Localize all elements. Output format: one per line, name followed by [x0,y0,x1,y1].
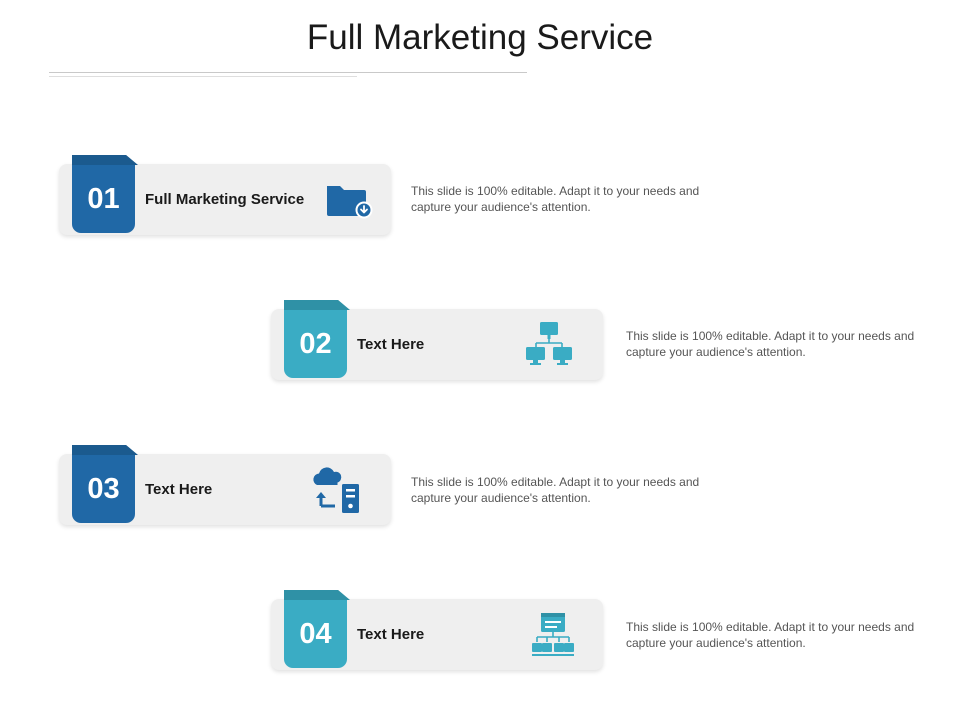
title-divider [49,72,527,73]
badge-tab [284,590,350,600]
slide-title: Full Marketing Service [306,18,654,57]
list-item-01: 01 Full Marketing Service [59,155,391,235]
title-divider-secondary [49,76,357,77]
item-label: Full Marketing Service [145,191,305,208]
item-description: This slide is 100% editable. Adapt it to… [411,184,700,214]
sitemap-icon [532,613,574,656]
item-label: Text Here [357,336,425,353]
item-description: This slide is 100% editable. Adapt it to… [626,620,915,650]
badge-tab [72,155,138,165]
item-description: This slide is 100% editable. Adapt it to… [626,329,915,359]
badge-tab [72,445,138,455]
item-label: Text Here [357,626,425,643]
list-item-03: 03 Text Here [59,445,391,525]
item-number-badge: 04 [284,600,347,668]
list-item-02: 02 Text Here [271,300,603,380]
computer-network-icon [526,322,572,365]
item-label: Text Here [145,481,213,498]
item-number-badge: 01 [72,165,135,233]
item-number-badge: 03 [72,455,135,523]
list-item-04: 04 Text Here [271,590,603,670]
item-description: This slide is 100% editable. Adapt it to… [411,475,700,505]
cloud-upload-server-icon [313,467,359,513]
badge-tab [284,300,350,310]
item-number-badge: 02 [284,310,347,378]
folder-download-icon [327,186,373,219]
